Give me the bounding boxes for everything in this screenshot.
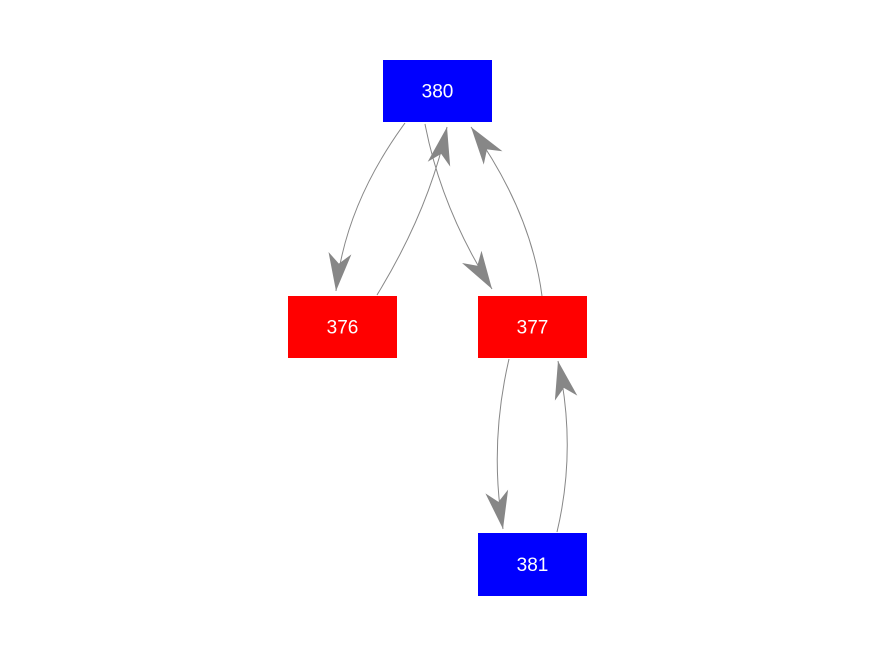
arrowhead-380-376	[328, 252, 352, 291]
graph-node-376: 376	[288, 296, 397, 358]
graph-node-380: 380	[383, 60, 492, 122]
node-rect-376	[288, 296, 397, 358]
arrowhead-377-380	[471, 127, 503, 165]
arrowhead-377-381	[485, 489, 509, 529]
graph-node-377: 377	[478, 296, 587, 358]
node-rect-381	[478, 533, 587, 596]
node-label-376: 376	[327, 318, 359, 339]
node-rect-377	[478, 296, 587, 358]
node-label-377: 377	[517, 318, 549, 339]
node-rect-380	[383, 60, 492, 122]
graph-node-381: 381	[478, 533, 587, 596]
arrowhead-380-377	[462, 250, 492, 289]
arrowhead-376-380	[427, 127, 451, 167]
node-label-380: 380	[422, 82, 454, 103]
arrowhead-381-377	[554, 361, 578, 401]
node-label-381: 381	[517, 555, 549, 576]
